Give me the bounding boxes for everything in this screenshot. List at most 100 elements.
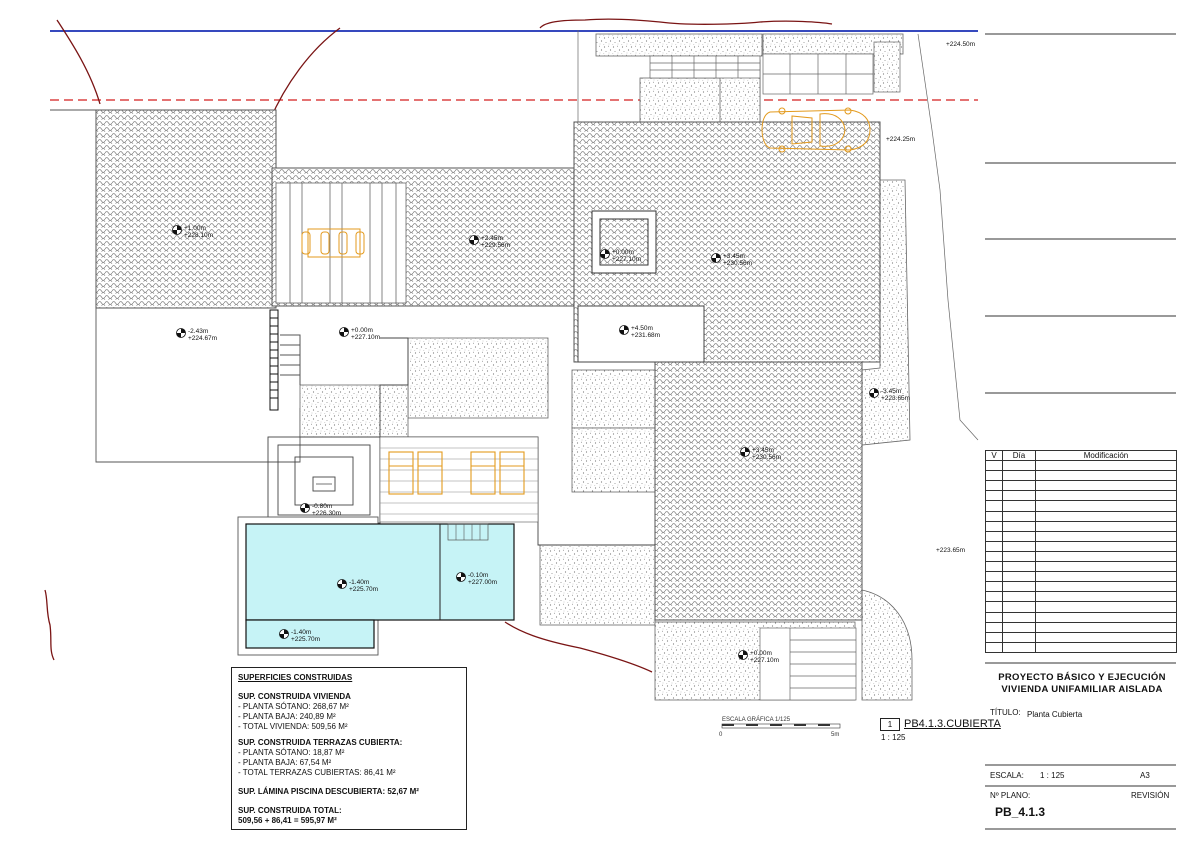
svg-text:+1.00m: +1.00m [184,225,206,232]
revision-cell [1002,581,1036,593]
revision-cell [1002,520,1036,532]
revision-cell [985,601,1003,613]
revision-cell [1035,591,1177,603]
revision-row [985,510,1177,522]
terrazas-line: - TOTAL TERRAZAS CUBIERTAS: 86,41 M² [238,768,396,777]
revision-cell [1035,611,1177,623]
revision-row [985,571,1177,583]
sun-loungers [388,451,525,495]
revision-cell [1035,500,1177,512]
skylight [591,210,657,274]
revision-cell [1035,510,1177,522]
revision-cell [985,621,1003,633]
vivienda-line: - PLANTA SÓTANO: 268,67 M² [238,702,349,711]
revision-cell [985,530,1003,542]
revision-cell [985,490,1003,502]
revision-cell [985,561,1003,573]
revision-cell [985,571,1003,583]
revisions-header: V Día Modificación [985,449,1177,462]
svg-text:+230.56m: +230.56m [752,454,781,461]
sheet-format: A3 [1140,771,1150,780]
revision-cell [1002,591,1036,603]
built-areas-box: SUPERFICIES CONSTRUIDAS SUP. CONSTRUIDA … [231,667,467,830]
total-heading: SUP. CONSTRUIDA TOTAL: [238,806,342,815]
terrazas-heading: SUP. CONSTRUIDA TERRAZAS CUBIERTA: [238,738,403,747]
elevation-labels: +224.50m +224.25m +223.65m [886,41,975,554]
revision-cell [1035,490,1177,502]
bottom-stairs [759,627,857,701]
svg-text:+225.70m: +225.70m [349,586,378,593]
revision-cell [985,591,1003,603]
graphic-scale: ESCALA GRÁFICA 1/125 0 5m [719,716,841,738]
revision-cell [985,581,1003,593]
svg-text:+223.65m: +223.65m [881,395,910,402]
deck [379,436,539,523]
titulo-label: TÍTULO: [990,708,1021,717]
revision-label: REVISIÓN [1131,791,1170,800]
terrazas-line: - PLANTA SÓTANO: 18,87 M² [238,748,345,757]
revision-cell [1002,500,1036,512]
svg-text:+231.68m: +231.68m [631,332,660,339]
title-block-rules [985,33,1176,830]
revision-row [985,530,1177,542]
project-title: PROYECTO BÁSICO Y EJECUCIÓN VIVIENDA UNI… [986,672,1178,696]
level-marker: +2.45m+229.56m [469,235,510,249]
revisions-table: V Día Modificación [985,449,1177,653]
level-marker: +4.50m+231.68m [619,325,660,339]
scale-bar-label: ESCALA GRÁFICA 1/125 [722,716,791,723]
svg-text:+228.10m: +228.10m [184,232,213,239]
revision-row [985,470,1177,482]
level-marker: -3.45m+223.65m [869,388,910,402]
revision-cell [1002,540,1036,552]
revision-cell [1035,581,1177,593]
vivienda-heading: SUP. CONSTRUIDA VIVIENDA [238,692,351,701]
revision-cell [1035,601,1177,613]
revision-cell [1002,561,1036,573]
svg-text:-1.40m: -1.40m [349,579,369,586]
revision-cell [1002,611,1036,623]
level-marker: +1.00m+228.10m [172,225,213,239]
upper-terrace [577,305,705,363]
sheet-number: 1 [880,718,900,731]
revision-cell [1002,631,1036,643]
elevation-label: +224.50m [946,41,975,48]
revision-cell [1035,631,1177,643]
revision-cell [1035,561,1177,573]
svg-text:+2.45m: +2.45m [481,235,503,242]
plano-label: Nº PLANO: [990,791,1031,800]
car-icon [761,107,871,153]
col-dia: Día [1002,449,1036,462]
elevation-label: +223.65m [936,547,965,554]
pool [237,516,515,656]
dining-table [301,228,365,258]
total-line: 509,56 + 86,41 = 595,97 M² [238,816,337,825]
level-marker: -1.40m+225.70m [279,629,320,643]
svg-text:-1.40m: -1.40m [291,629,311,636]
revision-cell [1002,641,1036,653]
level-marker: +0.00m+227.10m [339,327,380,341]
revision-cell [1002,490,1036,502]
sheet-identifier: 1 PB4.1.3.CUBIERTA [880,718,1001,731]
revision-cell [985,500,1003,512]
scale-bar-start: 0 [719,732,723,738]
level-marker: +3.45m+230.56m [740,447,781,461]
revision-cell [985,641,1003,653]
revision-cell [1035,480,1177,492]
level-marker: +0.00m+227.10m [738,650,779,664]
sheet-name: PB4.1.3.CUBIERTA [904,718,1001,730]
svg-text:+226.30m: +226.30m [312,510,341,517]
svg-text:+229.56m: +229.56m [481,242,510,249]
revision-row [985,631,1177,643]
col-modificacion: Modificación [1035,449,1177,462]
sheet-scale: 1 : 125 [881,733,906,742]
revision-row [985,520,1177,532]
courtyard-walls [267,337,655,546]
level-markers: +1.00m+228.10m +2.45m+229.56m +0.00m+227… [172,225,910,664]
pergola [275,182,407,304]
revision-cell [1002,530,1036,542]
svg-text:-2.43m: -2.43m [188,328,208,335]
revision-cell [985,540,1003,552]
revision-cell [985,460,1003,472]
svg-text:+0.00m: +0.00m [612,249,634,256]
revision-cell [1035,530,1177,542]
